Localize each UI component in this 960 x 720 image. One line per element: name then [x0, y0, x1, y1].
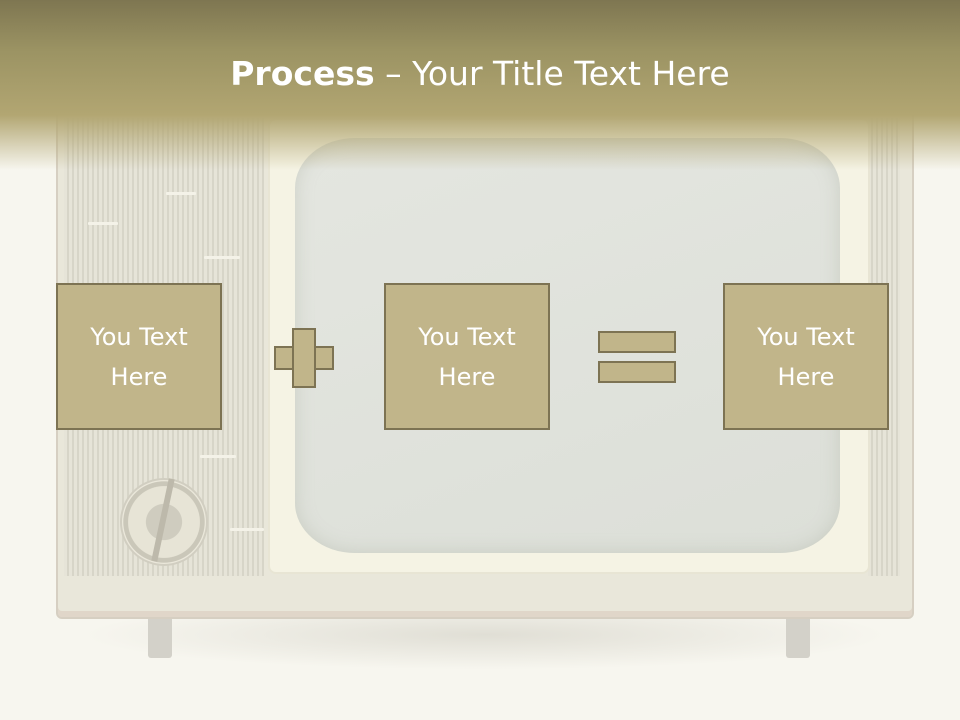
grille-tick [200, 455, 236, 458]
grille-tick [88, 222, 118, 225]
plus-icon [274, 328, 334, 388]
equals-icon-bottom-bar [598, 361, 676, 383]
slide-title-bold: Process [230, 54, 375, 93]
process-box-text-line1: You Text [418, 322, 516, 351]
process-box-text-line2: Here [438, 362, 496, 391]
tv-leg-right [786, 612, 810, 658]
title-band [0, 0, 960, 170]
tv-leg-left [148, 612, 172, 658]
slide-title-rest: – Your Title Text Here [374, 54, 730, 93]
process-box-1[interactable]: You Text Here [56, 283, 222, 430]
process-box-2[interactable]: You Text Here [384, 283, 550, 430]
process-box-text-line1: You Text [90, 322, 188, 351]
equals-icon-top-bar [598, 331, 676, 353]
grille-tick [230, 528, 264, 531]
process-box-text-line2: Here [777, 362, 835, 391]
process-box-3[interactable]: You Text Here [723, 283, 889, 430]
slide-title: Process – Your Title Text Here [0, 54, 960, 93]
process-box-text-line1: You Text [757, 322, 855, 351]
grille-tick [204, 256, 240, 259]
process-box-text-line2: Here [110, 362, 168, 391]
grille-tick [166, 192, 196, 195]
